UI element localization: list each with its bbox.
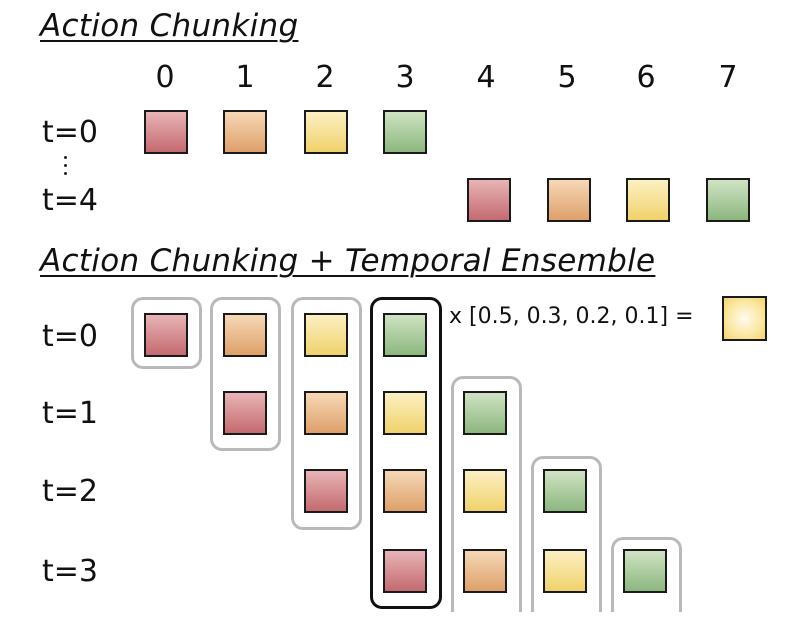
action-box-orange xyxy=(383,469,427,513)
action-box-orange xyxy=(547,178,591,222)
action-box-red xyxy=(383,549,427,593)
ensemble-group-step-2 xyxy=(291,297,362,530)
column-label-5: 5 xyxy=(557,60,577,95)
action-box-red xyxy=(467,178,511,222)
action-box-red xyxy=(144,110,188,154)
column-label-2: 2 xyxy=(315,60,335,95)
ensemble-group-step-5 xyxy=(531,456,602,612)
ensemble-group-step-4 xyxy=(451,376,522,612)
action-box-orange xyxy=(304,391,348,435)
column-label-6: 6 xyxy=(636,60,656,95)
action-box-green xyxy=(383,313,427,357)
action-box-yellow xyxy=(543,549,587,593)
ensemble-group-step-1 xyxy=(210,297,281,451)
column-label-4: 4 xyxy=(476,60,496,95)
ensemble-weights-formula: x [0.5, 0.3, 0.2, 0.1] = xyxy=(449,304,694,329)
ensemble-group-step-3-current xyxy=(370,297,442,609)
ensemble-group-step-6 xyxy=(611,537,682,612)
action-box-green xyxy=(706,178,750,222)
ensembled-action-result-box xyxy=(722,296,767,341)
action-box-green xyxy=(623,549,667,593)
vertical-ellipsis xyxy=(64,156,70,180)
action-box-yellow xyxy=(463,469,507,513)
column-label-3: 3 xyxy=(395,60,415,95)
row-label-t3: t=3 xyxy=(42,554,98,589)
action-box-yellow xyxy=(304,313,348,357)
row-label-t0-chunking: t=0 xyxy=(42,115,98,150)
row-label-t2: t=2 xyxy=(42,474,98,509)
row-label-t0: t=0 xyxy=(42,319,98,354)
action-box-red xyxy=(304,469,348,513)
action-box-red xyxy=(144,313,188,357)
action-box-yellow xyxy=(383,391,427,435)
action-box-orange xyxy=(223,110,267,154)
action-chunking-title: Action Chunking xyxy=(40,8,299,44)
ensemble-group-step-0 xyxy=(131,297,202,369)
column-label-0: 0 xyxy=(155,60,175,95)
action-box-red xyxy=(223,391,267,435)
action-box-orange xyxy=(463,549,507,593)
column-label-7: 7 xyxy=(718,60,738,95)
action-box-orange xyxy=(223,313,267,357)
row-label-t4-chunking: t=4 xyxy=(42,183,98,218)
row-label-t1: t=1 xyxy=(42,396,98,431)
action-box-green xyxy=(543,469,587,513)
action-box-green xyxy=(383,110,427,154)
action-box-green xyxy=(463,391,507,435)
temporal-ensemble-title: Action Chunking + Temporal Ensemble xyxy=(40,243,656,279)
column-label-1: 1 xyxy=(235,60,255,95)
action-box-yellow xyxy=(304,110,348,154)
action-box-yellow xyxy=(626,178,670,222)
